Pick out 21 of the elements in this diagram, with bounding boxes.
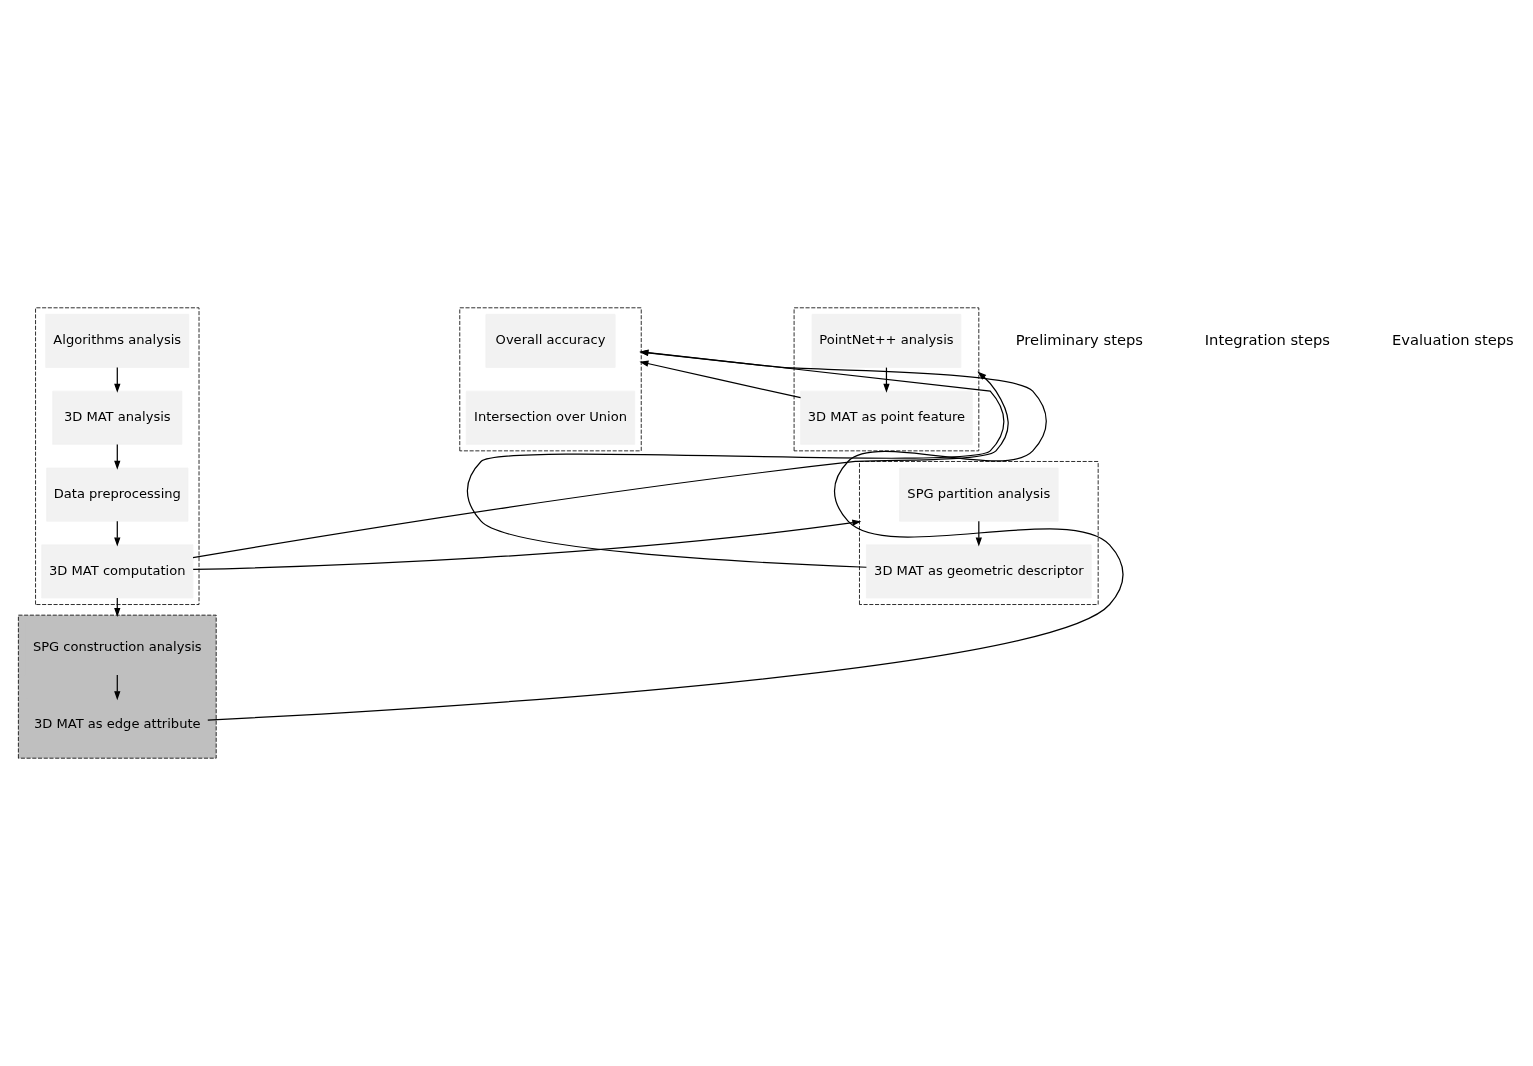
cluster bbox=[35, 307, 200, 605]
cluster bbox=[859, 461, 1099, 605]
arrow bbox=[639, 360, 802, 399]
arrow bbox=[192, 519, 862, 571]
cluster bbox=[17, 614, 217, 759]
node-box: 3D MAT analysis bbox=[52, 390, 183, 445]
label: Integration steps bbox=[1204, 330, 1330, 348]
node-box: Data preprocessing bbox=[46, 467, 189, 522]
arrow bbox=[192, 371, 1009, 559]
node-box: PointNet++ analysis bbox=[811, 313, 962, 368]
cluster bbox=[459, 307, 642, 452]
node-text: 3D MAT as edge attribute bbox=[33, 716, 201, 732]
node-text: SPG construction analysis bbox=[32, 639, 202, 655]
node-box: SPG partition analysis bbox=[899, 467, 1059, 522]
node-box: 3D MAT as geometric descriptor bbox=[866, 544, 1092, 599]
cluster bbox=[793, 307, 980, 452]
label: Preliminary steps bbox=[1015, 330, 1143, 348]
node-box: 3D MAT computation bbox=[41, 544, 194, 599]
label: Evaluation steps bbox=[1392, 330, 1514, 348]
node-box: 3D MAT as point feature bbox=[800, 390, 973, 445]
node-box: Algorithms analysis bbox=[45, 313, 190, 368]
